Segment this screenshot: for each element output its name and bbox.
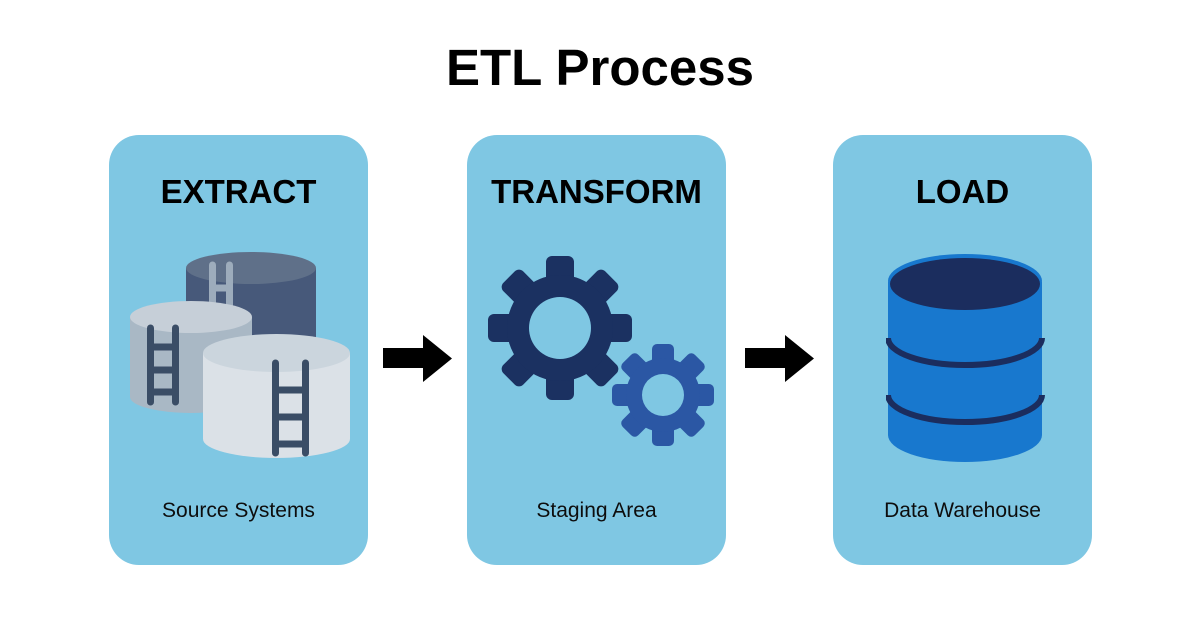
stage-title-transform: TRANSFORM [491, 173, 702, 210]
page-title: ETL Process [445, 39, 755, 96]
stage-card-extract: EXTRACT Source Systems [109, 135, 368, 565]
stage-card-transform: TRANSFORM [467, 135, 726, 565]
database-icon [886, 254, 1045, 462]
flow-arrow-right-icon [745, 335, 814, 382]
stage-title-load: LOAD [915, 173, 1010, 210]
flow-arrow-right-icon [383, 335, 452, 382]
stage-title-extract: EXTRACT [160, 173, 317, 210]
stage-label-extract: Source Systems [162, 499, 315, 522]
stage-label-transform: Staging Area [536, 499, 657, 522]
gears-icon [488, 256, 714, 446]
stage-card-load: LOAD Data Warehouse [833, 135, 1092, 565]
storage-tanks-icon [130, 252, 350, 458]
stage-label-load: Data Warehouse [884, 499, 1041, 522]
